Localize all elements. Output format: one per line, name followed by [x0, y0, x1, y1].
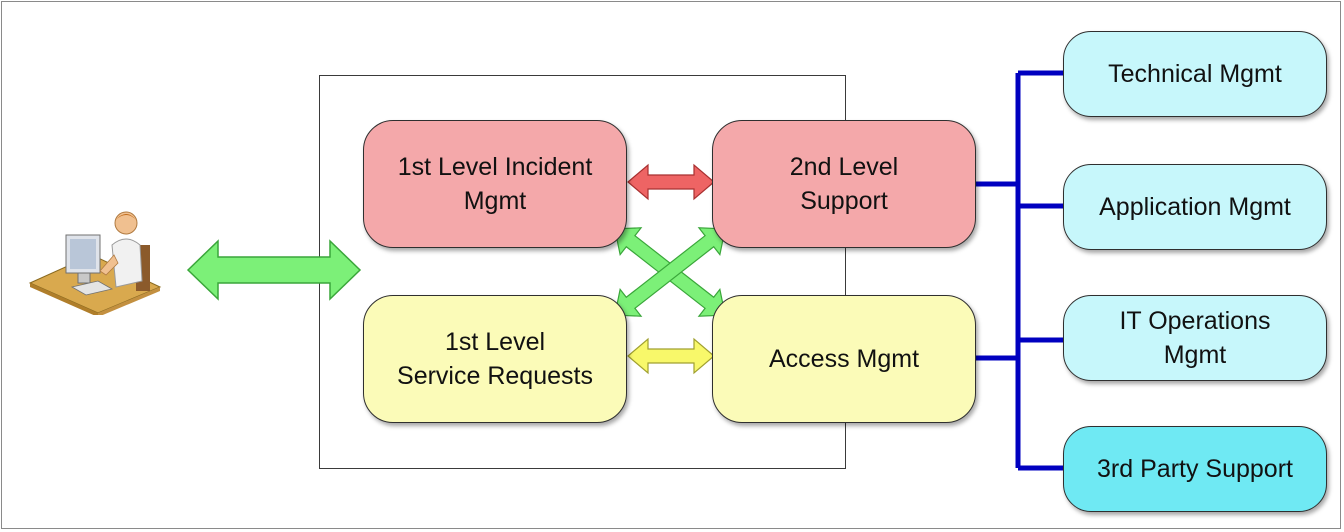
access-mgmt-node: Access Mgmt [712, 295, 976, 423]
it-operations-mgmt-node: IT Operations Mgmt [1063, 295, 1327, 381]
second-level-support-node: 2nd Level Support [712, 120, 976, 248]
service-access-arrow [627, 337, 715, 375]
third-party-support-node: 3rd Party Support [1063, 426, 1327, 512]
incident-support-arrow [627, 163, 715, 201]
first-level-service-requests-node: 1st Level Service Requests [363, 295, 627, 423]
user-at-desk-icon [28, 211, 162, 315]
first-level-incident-node: 1st Level Incident Mgmt [363, 120, 627, 248]
user-service-desk-arrow [186, 239, 362, 301]
technical-mgmt-node: Technical Mgmt [1063, 31, 1327, 117]
group-connectors [975, 70, 1065, 471]
application-mgmt-node: Application Mgmt [1063, 164, 1327, 250]
